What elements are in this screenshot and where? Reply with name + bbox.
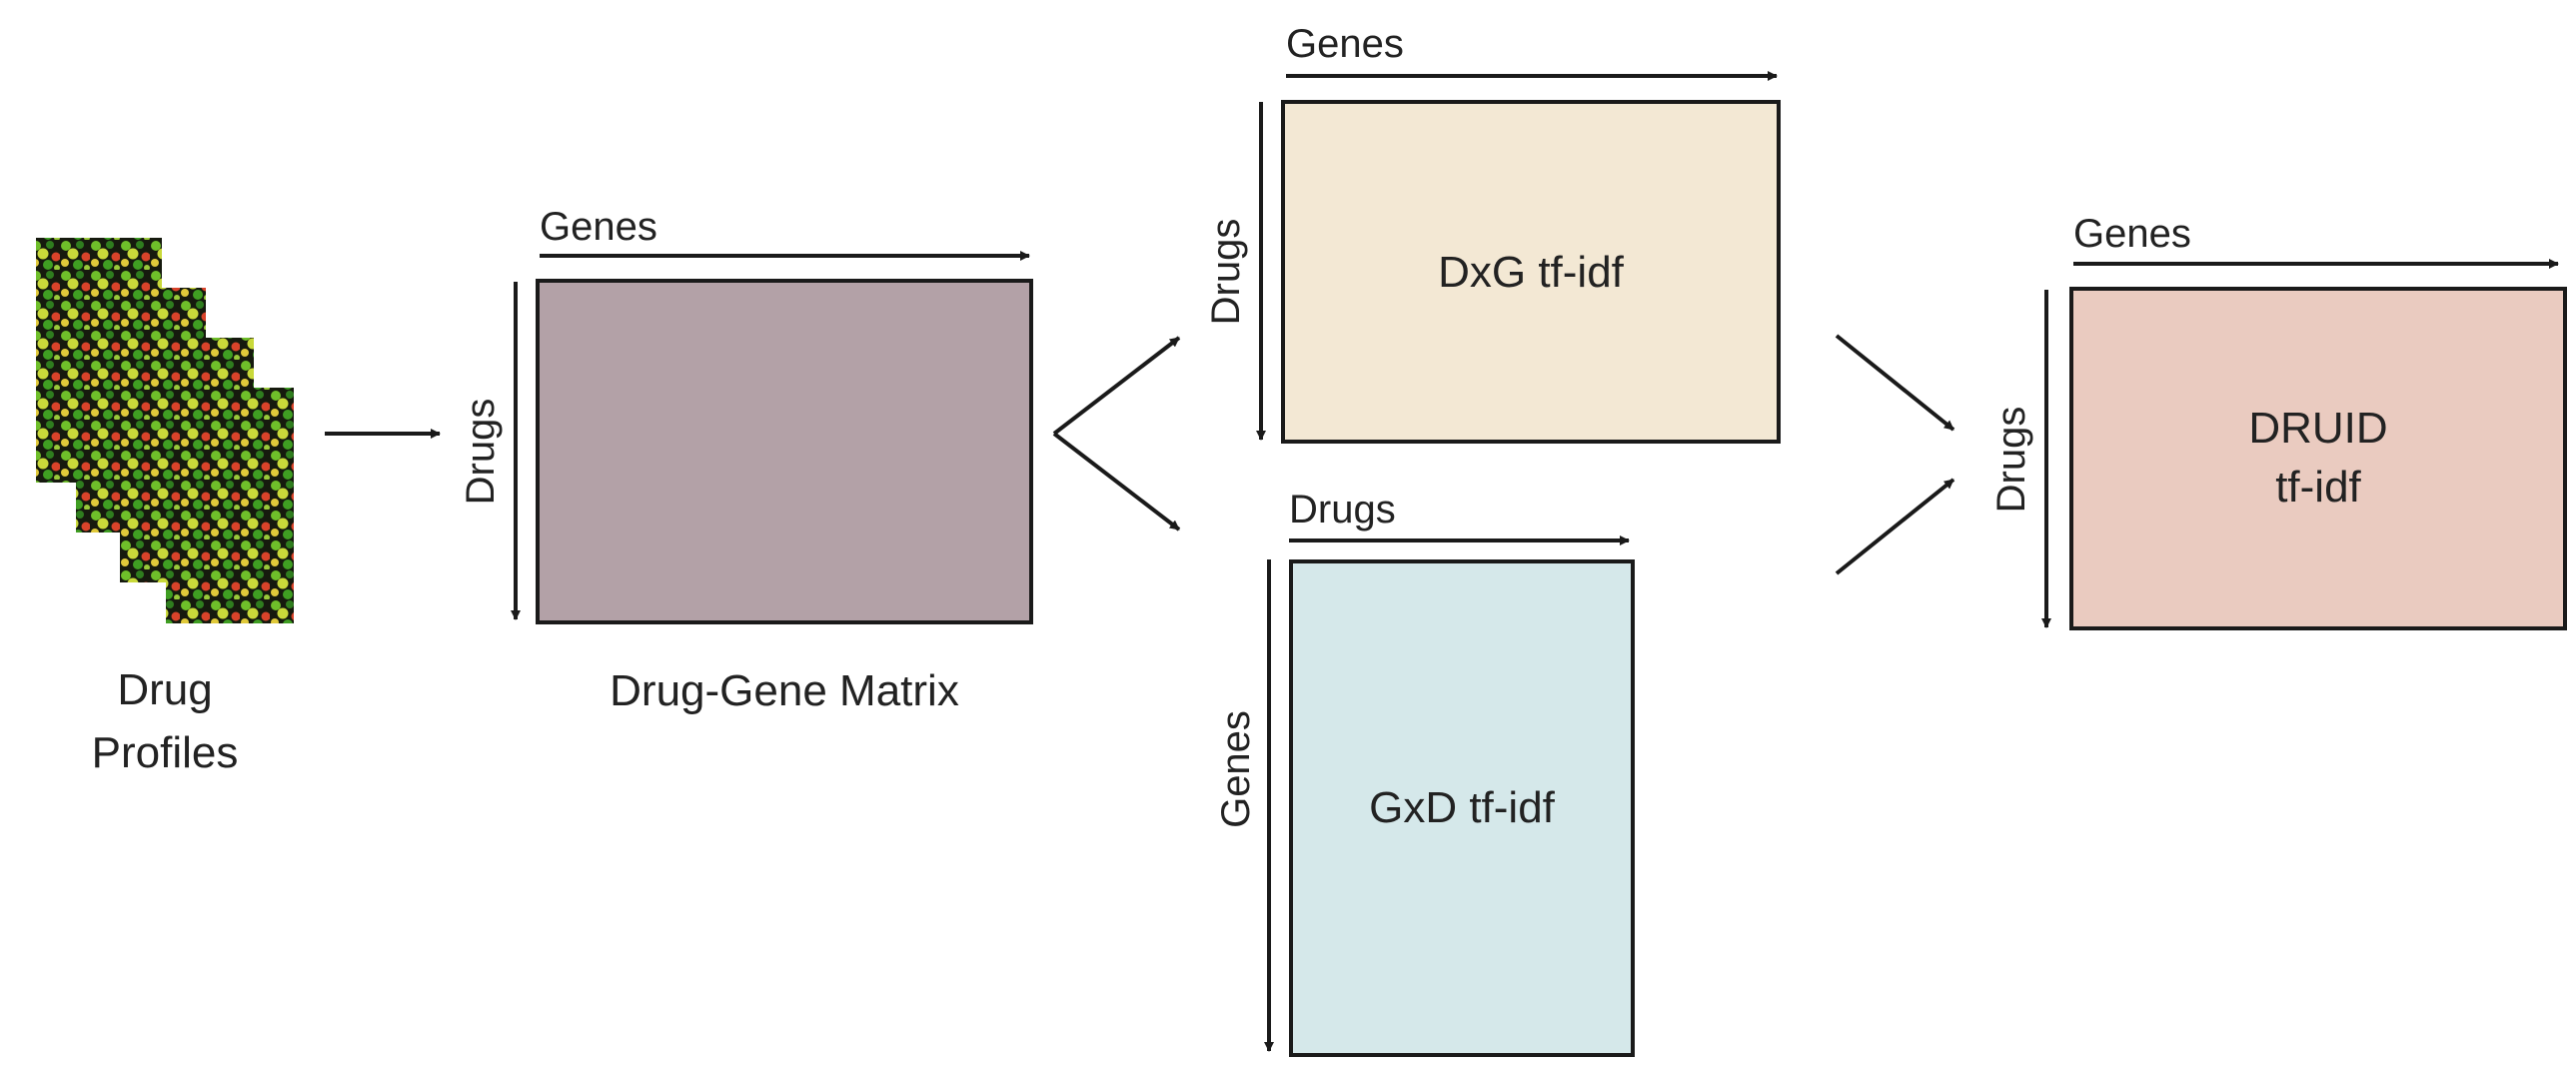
- gxd-matrix-label: GxD tf-idf: [1369, 783, 1556, 832]
- drug-profiles-caption-line1: Drug: [117, 665, 212, 714]
- drug-gene-matrix: Genes Drugs Drug-Gene Matrix: [459, 205, 1033, 715]
- druid-matrix-label-line2: tf-idf: [2275, 463, 2361, 512]
- gxd-genes-axis-label: Genes: [1214, 710, 1258, 828]
- druid-matrix-label-line1: DRUID: [2248, 404, 2387, 453]
- merge-arrow-upper: [1835, 334, 1955, 432]
- druid-matrix-box: [2069, 287, 2567, 630]
- merge-arrow-lower: [1835, 478, 1955, 575]
- dgm-drugs-axis-label: Drugs: [459, 399, 503, 506]
- drug-gene-matrix-box: [536, 279, 1033, 624]
- drug-profiles-stack: [36, 238, 294, 623]
- druid-drugs-axis-label: Drugs: [1989, 407, 2033, 514]
- split-arrow-upper: [1052, 336, 1181, 436]
- gxd-matrix-box: [1289, 559, 1635, 1057]
- gxd-drugs-axis-label: Drugs: [1289, 488, 1396, 532]
- dxg-matrix-label: DxG tf-idf: [1438, 248, 1625, 297]
- druid-tfidf-matrix: Genes Drugs DRUID tf-idf: [1989, 212, 2567, 630]
- dxg-drugs-axis-label: Drugs: [1204, 219, 1248, 326]
- dxg-tfidf-matrix: Genes Drugs DxG tf-idf: [1204, 22, 1781, 444]
- druid-genes-axis-label: Genes: [2073, 212, 2191, 256]
- gxd-tfidf-matrix: Drugs Genes GxD tf-idf: [1214, 488, 1635, 1057]
- dgm-genes-axis-label: Genes: [540, 205, 657, 249]
- drug-gene-matrix-caption: Drug-Gene Matrix: [610, 666, 959, 715]
- dxg-matrix-box: [1281, 100, 1781, 444]
- dxg-genes-axis-label: Genes: [1286, 22, 1404, 66]
- microarray-card-4: [166, 388, 294, 623]
- drug-profiles-caption-line2: Profiles: [92, 728, 239, 777]
- split-arrow-lower: [1052, 432, 1181, 532]
